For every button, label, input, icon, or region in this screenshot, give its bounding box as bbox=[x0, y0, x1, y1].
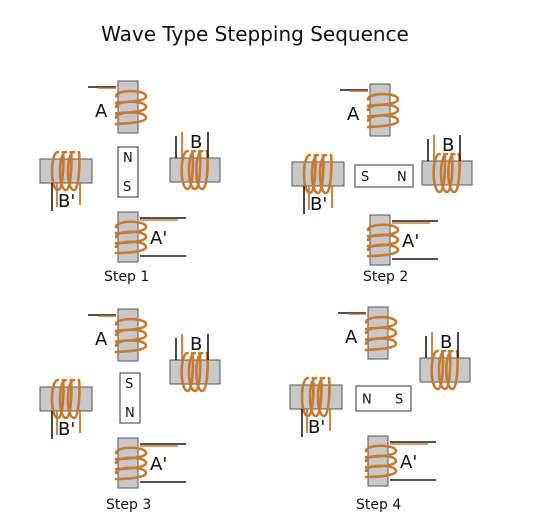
diagram-title: Wave Type Stepping Sequence bbox=[101, 22, 409, 46]
coil-winding bbox=[364, 315, 398, 352]
coil-winding bbox=[114, 89, 148, 126]
coil-core bbox=[117, 308, 139, 362]
coil-core bbox=[169, 157, 221, 183]
coil-a-prime bbox=[364, 435, 436, 487]
coil-winding bbox=[50, 378, 81, 420]
coil-winding bbox=[180, 351, 209, 393]
magnet-pole-top: S bbox=[125, 377, 133, 392]
coil-b-prime bbox=[289, 376, 343, 437]
coil-b-prime bbox=[39, 150, 93, 211]
coil-label-a-prime: A' bbox=[150, 228, 167, 249]
coil-label-b-prime: B' bbox=[58, 419, 75, 440]
coil-label-b-prime: B' bbox=[58, 191, 75, 212]
coil-label-b: B bbox=[440, 332, 452, 353]
coil-b-prime bbox=[39, 378, 93, 439]
coil-core bbox=[367, 306, 389, 360]
coil-core bbox=[169, 359, 221, 385]
coil-label-a: A bbox=[95, 101, 108, 122]
coil-b bbox=[419, 332, 471, 391]
coil-a bbox=[338, 306, 398, 360]
magnet-pole-left: S bbox=[361, 170, 369, 185]
step-label: Step 2 bbox=[363, 269, 408, 285]
coil-core bbox=[419, 357, 471, 383]
coil-label-a: A bbox=[345, 327, 358, 348]
coil-a bbox=[88, 80, 148, 134]
coil-winding bbox=[114, 446, 148, 481]
magnet-pole-bottom: N bbox=[125, 406, 135, 421]
coil-winding bbox=[300, 376, 331, 418]
step-panel-2: A B B' A' S N Step 2 bbox=[291, 83, 473, 285]
coil-winding bbox=[366, 92, 400, 129]
coil-core bbox=[289, 384, 343, 410]
step-label: Step 1 bbox=[104, 269, 149, 285]
coil-a-prime bbox=[114, 211, 186, 263]
coil-label-b-prime: B' bbox=[308, 417, 325, 438]
coil-a bbox=[340, 83, 400, 137]
magnet-pole-right: N bbox=[397, 170, 407, 185]
coil-a bbox=[88, 308, 148, 362]
coil-core bbox=[117, 80, 139, 134]
coil-winding bbox=[302, 153, 333, 195]
rotor-magnet bbox=[355, 385, 412, 412]
coil-core bbox=[421, 160, 473, 186]
rotor-magnet bbox=[119, 372, 141, 424]
coil-core bbox=[117, 437, 139, 489]
coil-winding bbox=[366, 223, 400, 258]
coil-label-b: B bbox=[190, 132, 202, 153]
coil-core bbox=[369, 214, 391, 266]
coil-core bbox=[291, 161, 345, 187]
step-panel-3: A B B' A' SN Step 3 bbox=[39, 308, 221, 513]
magnet-pole-left: N bbox=[362, 393, 372, 408]
coil-winding bbox=[50, 150, 81, 192]
coil-label-a-prime: A' bbox=[402, 231, 419, 252]
coil-core bbox=[369, 83, 391, 137]
coil-label-a: A bbox=[95, 329, 108, 350]
magnet-pole-right: S bbox=[395, 393, 403, 408]
coil-a-prime bbox=[114, 437, 186, 489]
coil-winding bbox=[180, 149, 209, 191]
magnet-pole-top: N bbox=[123, 151, 133, 166]
coil-b-prime bbox=[291, 153, 345, 214]
coil-winding bbox=[432, 152, 461, 194]
coil-core bbox=[39, 386, 93, 412]
coil-label-b: B bbox=[442, 135, 454, 156]
coil-a-prime bbox=[366, 214, 438, 266]
coil-label-a-prime: A' bbox=[150, 454, 167, 475]
magnet-pole-bottom: S bbox=[123, 180, 131, 195]
coil-label-a: A bbox=[347, 104, 360, 125]
coil-core bbox=[39, 158, 93, 184]
rotor-magnet bbox=[354, 164, 414, 188]
coil-winding bbox=[430, 349, 459, 391]
coil-label-a-prime: A' bbox=[400, 452, 417, 473]
coil-b bbox=[169, 334, 221, 393]
coil-winding bbox=[114, 220, 148, 255]
coil-b bbox=[169, 132, 221, 191]
coil-label-b-prime: B' bbox=[310, 194, 327, 215]
step-label: Step 4 bbox=[356, 497, 401, 513]
coil-winding bbox=[114, 317, 148, 354]
step-panel-1: A B B' A' NS Step 1 bbox=[39, 80, 221, 285]
coil-core bbox=[117, 211, 139, 263]
coil-b bbox=[421, 135, 473, 194]
rotor-magnet bbox=[117, 146, 139, 198]
coil-core bbox=[367, 435, 389, 487]
step-panel-4: A B B' A' N S Step 4 bbox=[289, 306, 471, 513]
coil-label-b: B bbox=[190, 334, 202, 355]
coil-winding bbox=[364, 444, 398, 479]
step-label: Step 3 bbox=[106, 497, 151, 513]
